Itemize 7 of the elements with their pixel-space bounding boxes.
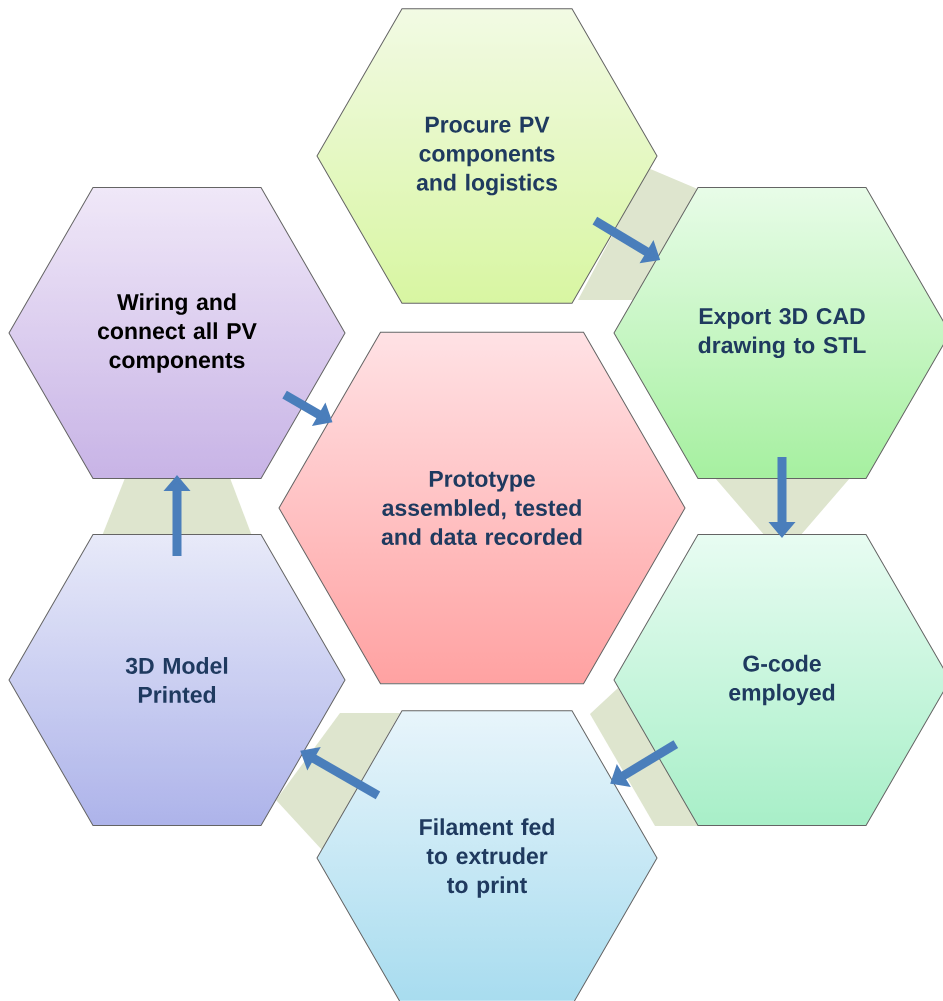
hexagon-box: Export 3D CAD drawing to STL (613, 187, 943, 479)
hexagon-box: G-code employed (613, 534, 943, 826)
hexagon-box: 3D Model Printed (8, 534, 346, 826)
arrow (610, 740, 679, 788)
hexagon-box: Filament fed to extruder to print (316, 710, 658, 1001)
hexagon-box: Procure PV components and logistics (316, 8, 658, 304)
hexagon-box: Wiring and connect all PV components (8, 187, 346, 479)
